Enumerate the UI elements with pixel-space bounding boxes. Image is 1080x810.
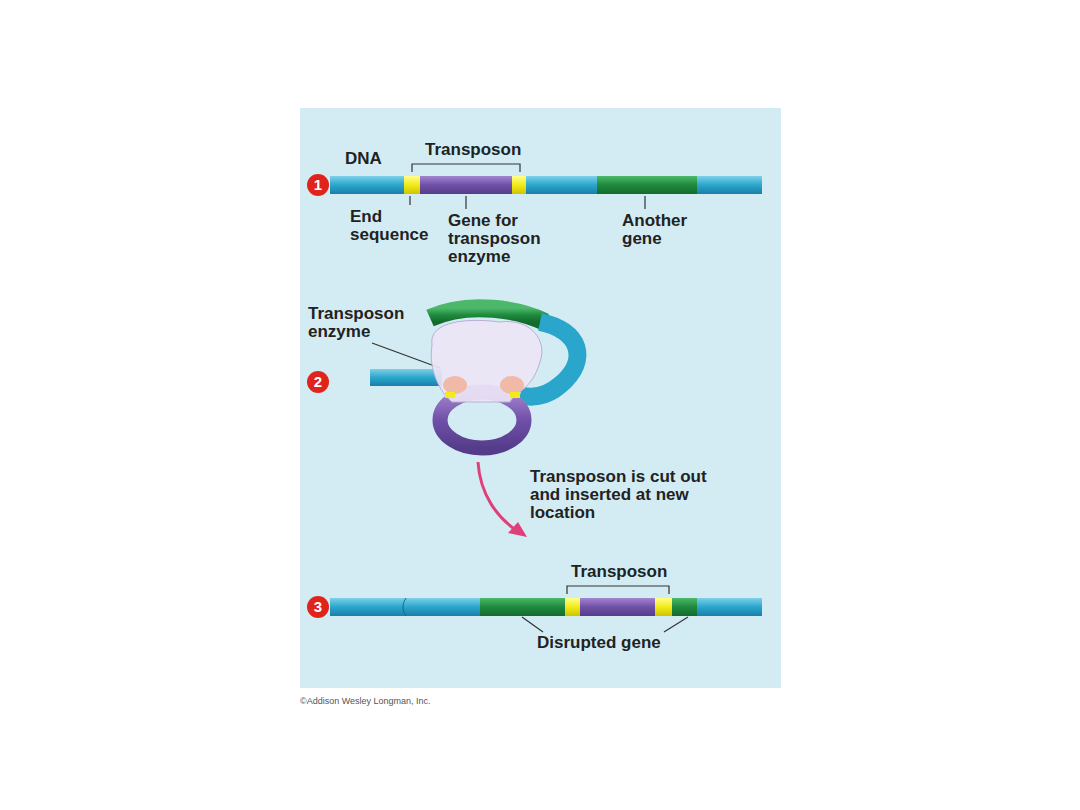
callout-circle: 1 (307, 174, 329, 196)
part-label: Transposon enzyme (308, 305, 413, 341)
bracket (567, 586, 669, 594)
strand-label: DNA (345, 150, 382, 168)
part-label: Another gene (622, 212, 707, 248)
callout-number: 1 (314, 176, 322, 193)
part-label: End sequence (350, 208, 435, 244)
part-label: Disrupted gene (537, 634, 661, 652)
leader-lines (522, 617, 688, 632)
callout-number: 3 (314, 598, 322, 615)
dna-strand-1 (330, 176, 762, 194)
bracket (412, 164, 520, 172)
copyright: ©Addison Wesley Longman, Inc. (300, 697, 431, 706)
part-label: Transposon (571, 563, 667, 581)
part-label: Transposon (425, 141, 521, 159)
panel (300, 108, 781, 688)
callout-circle: 2 (307, 371, 329, 393)
part-label: Gene for transposon enzyme (448, 212, 558, 266)
callout-number: 2 (314, 373, 322, 390)
process-arrow (478, 462, 527, 537)
dna-strand-3 (330, 598, 762, 616)
step-note: Transposon is cut out and inserted at ne… (530, 468, 740, 522)
enzyme-complex (370, 308, 577, 448)
callout-circle: 3 (307, 596, 329, 618)
